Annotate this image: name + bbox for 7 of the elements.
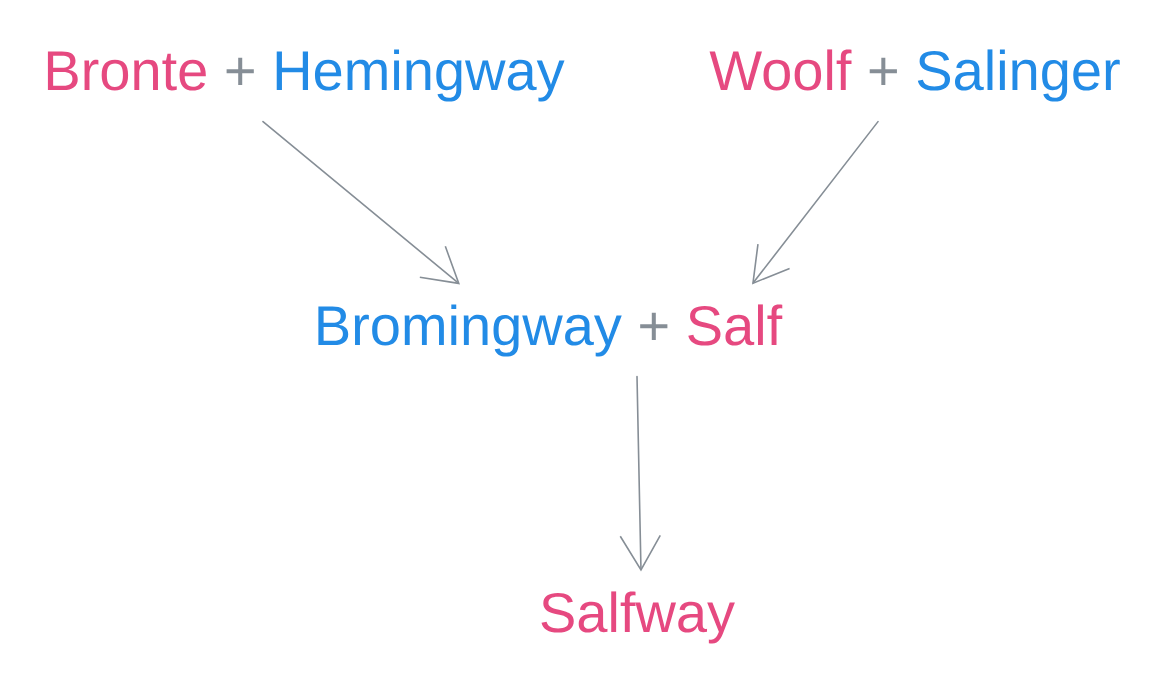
arrow xyxy=(752,120,879,285)
text-label: Bromingway + Salf xyxy=(318,304,783,357)
text-label: Salfway xyxy=(541,591,735,644)
text-label: Woolf + Salinger xyxy=(709,49,1120,102)
text-label: Bronte + Hemingway xyxy=(47,49,565,102)
arrow xyxy=(619,375,662,572)
arrow xyxy=(262,120,460,285)
